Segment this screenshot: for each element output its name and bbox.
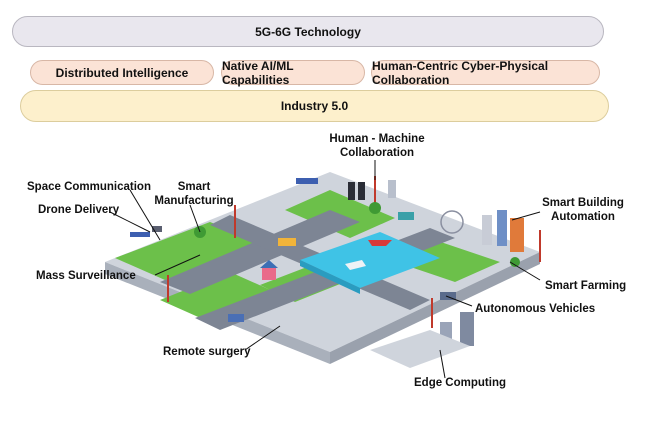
label-smart-manufacturing-line1: Smart [177, 181, 211, 193]
road-diagonal-upper [160, 210, 360, 294]
car-teal [398, 212, 414, 220]
building-tower-1 [497, 210, 507, 246]
enabler-human-centric-collaboration: Human-Centric Cyber-Physical Collaborati… [371, 59, 600, 87]
satellite-icon-left [130, 232, 150, 237]
callout-lines [109, 160, 541, 379]
house [262, 268, 276, 280]
building-tower-3 [482, 215, 492, 245]
layer-5g-6g-technology: 5G-6G Technology [12, 16, 604, 47]
label-smart-farming: Smart Farming [545, 280, 627, 292]
human-icon-1 [348, 182, 355, 200]
label-human-machine-line2: Collaboration [339, 147, 415, 159]
grass-lot-left [115, 222, 260, 280]
drone-icon [152, 226, 162, 232]
car-blue [228, 314, 244, 322]
grass-lot-bottom-left [160, 272, 275, 320]
enabler-distributed-intelligence: Distributed Intelligence [30, 60, 214, 85]
boat [345, 260, 366, 270]
edge-server-rack-1 [460, 312, 474, 346]
water-basin [300, 232, 440, 288]
label-human-machine-line1: Human - Machine [329, 133, 425, 145]
label-space-communication: Space Communication [27, 181, 151, 193]
satellite-icon [296, 178, 318, 184]
robot-icon [388, 180, 396, 198]
label-mass-surveillance: Mass Surveillance [36, 270, 136, 282]
label-smart-building-line1: Smart Building [542, 197, 624, 209]
human-icon-2 [358, 182, 365, 200]
edge-platform [370, 330, 470, 368]
label-drone-delivery: Drone Delivery [38, 204, 120, 216]
enabler-native-ai-ml: Native AI/ML Capabilities [221, 59, 365, 87]
label-edge-computing: Edge Computing [414, 377, 506, 389]
ferris-wheel [440, 210, 464, 234]
label-smart-manufacturing-line2: Manufacturing [154, 195, 234, 207]
water-basin-edge [300, 260, 360, 294]
building-tower-2 [510, 218, 524, 252]
house-roof [260, 260, 278, 268]
label-autonomous-vehicles: Autonomous Vehicles [475, 303, 596, 315]
tree-2 [369, 202, 381, 214]
tree-3 [510, 257, 520, 267]
platform-right-side [330, 252, 540, 364]
car-autonomous [440, 292, 456, 300]
label-human-machine-collaboration: Human - Machine Collaboration [327, 132, 427, 160]
label-smart-building-automation: Smart Building Automation [535, 196, 631, 224]
cargo-ship [368, 240, 392, 246]
label-smart-building-line2: Automation [551, 211, 615, 223]
label-smart-manufacturing: Smart Manufacturing [150, 180, 238, 208]
label-remote-surgery: Remote surgery [163, 346, 251, 358]
car-yellow [278, 238, 296, 246]
layer-industry-5-0: Industry 5.0 [20, 90, 609, 122]
